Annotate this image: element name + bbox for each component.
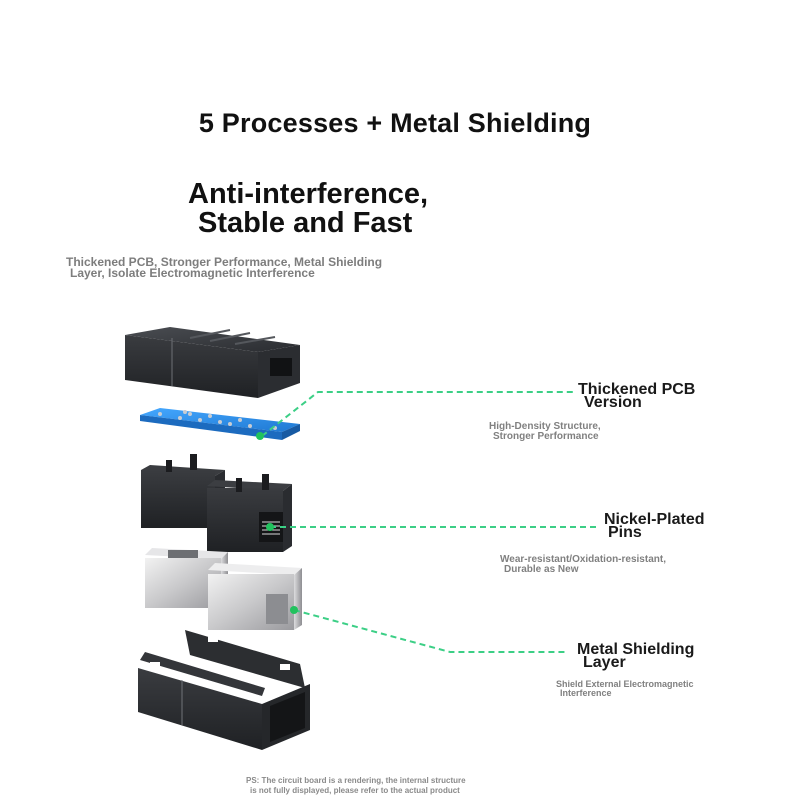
callout-pins-title-line1: Nickel-Plated: [604, 511, 705, 528]
leader-line-shield: [290, 606, 568, 653]
marker-dot-pins: [266, 523, 274, 531]
rj45-jack-back: [141, 454, 225, 528]
callout-shield-title-line1: Metal Shielding: [577, 641, 695, 658]
subtitle-line2: Layer, Isolate Electromagnetic Interfere…: [70, 266, 315, 280]
callout-pins-desc: Wear-resistant/Oxidation-resistant, Dura…: [500, 555, 666, 575]
footnote-line1: PS: The circuit board is a rendering, th…: [246, 776, 466, 785]
marker-dot-shield: [290, 606, 298, 614]
pcb-board: [140, 408, 300, 440]
bottom-housing: [138, 630, 310, 750]
leader-line-pins: [266, 523, 600, 531]
headline: Anti-interference, Stable and Fast: [188, 180, 428, 238]
callout-pcb-title-line2: Version: [584, 394, 642, 411]
metal-shields: [145, 548, 302, 630]
callout-shield-desc-line1: Shield External Electromagnetic: [556, 679, 694, 689]
footnote: PS: The circuit board is a rendering, th…: [246, 776, 466, 796]
top-housing: [125, 327, 300, 398]
main-title: 5 Processes + Metal Shielding: [0, 108, 800, 139]
marker-dot-pcb: [256, 432, 264, 440]
callout-pins-title-line2: Pins: [608, 524, 642, 541]
rj45-jack-front: [207, 474, 292, 552]
callout-pcb-desc-line1: High-Density Structure,: [489, 421, 601, 432]
headline-line1: Anti-interference,: [188, 178, 429, 210]
callout-pins-desc-line1: Wear-resistant/Oxidation-resistant,: [500, 554, 666, 565]
subtitle: Thickened PCB, Stronger Performance, Met…: [66, 255, 383, 280]
leader-line-pcb: [256, 391, 575, 440]
callout-pcb-title: Thickened PCB Version: [578, 381, 696, 411]
subtitle-line1: Thickened PCB, Stronger Performance, Met…: [66, 255, 383, 269]
callout-shield-desc: Shield External Electromagnetic Interfer…: [556, 680, 694, 698]
headline-line2: Stable and Fast: [198, 207, 413, 239]
callout-pins-title: Nickel-Plated Pins: [604, 511, 705, 541]
footnote-line2: is not fully displayed, please refer to …: [250, 786, 460, 795]
rj45-jacks: [141, 454, 292, 552]
callout-pins-desc-line2: Durable as New: [504, 564, 579, 575]
metal-shield-front: [208, 563, 302, 630]
main-title-text: 5 Processes + Metal Shielding: [198, 108, 592, 138]
callout-shield-desc-line2: Interference: [560, 688, 612, 698]
callout-pcb-desc: High-Density Structure, Stronger Perform…: [489, 422, 601, 442]
callout-shield-title-line2: Layer: [583, 654, 626, 671]
callout-pcb-title-line1: Thickened PCB: [578, 381, 696, 398]
callout-pcb-desc-line2: Stronger Performance: [493, 431, 599, 442]
callout-shield-title: Metal Shielding Layer: [577, 641, 695, 671]
